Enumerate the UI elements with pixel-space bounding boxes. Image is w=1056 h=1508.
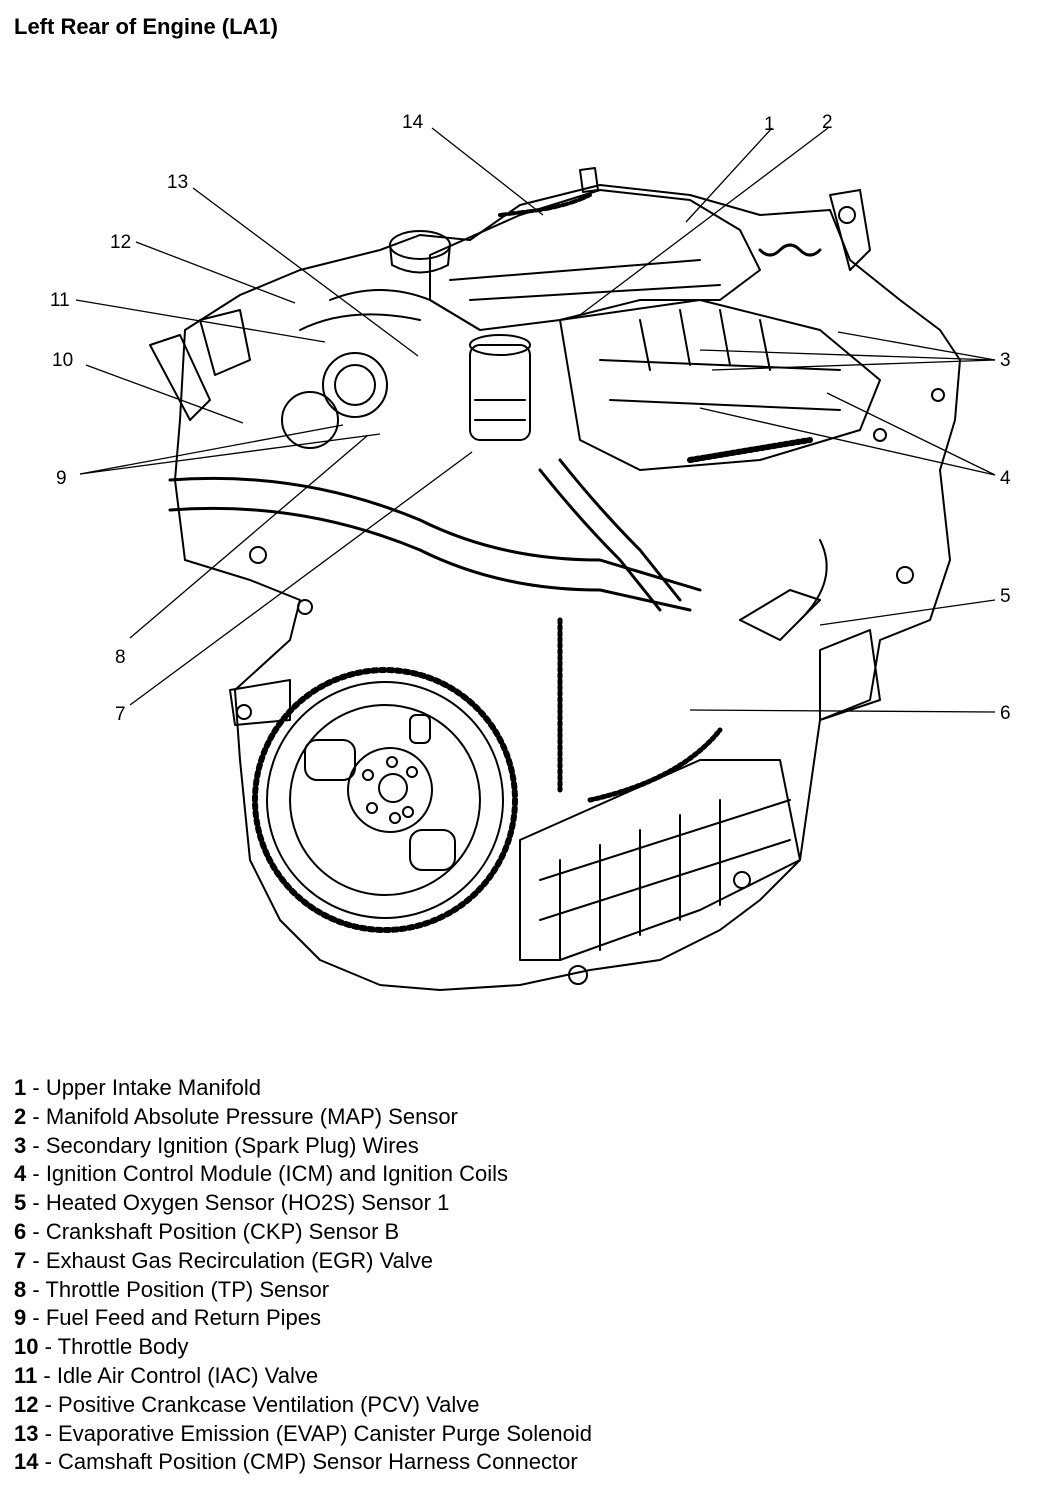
- legend-item: 3 - Secondary Ignition (Spark Plug) Wire…: [14, 1132, 419, 1158]
- callout-13: 13: [167, 172, 188, 193]
- legend-label: Upper Intake Manifold: [45, 1075, 262, 1100]
- flywheel: [252, 667, 518, 933]
- legend-item: 13 - Evaporative Emission (EVAP) Caniste…: [14, 1420, 592, 1446]
- callout-8: 8: [115, 647, 126, 668]
- callout-4: 4: [1000, 468, 1011, 489]
- legend-label: Exhaust Gas Recirculation (EGR) Valve: [45, 1247, 433, 1273]
- legend-item: 7 - Exhaust Gas Recirculation (EGR) Valv…: [14, 1247, 433, 1273]
- legend-label: Throttle Body: [57, 1334, 189, 1360]
- callout-11: 11: [50, 290, 70, 311]
- leader-lines: [75, 127, 996, 713]
- legend-label: Idle Air Control (IAC) Valve: [56, 1362, 319, 1388]
- legend-label: Ignition Control Module (ICM) and Igniti…: [45, 1161, 509, 1187]
- callout-5: 5: [1000, 586, 1011, 607]
- legend-item: 11 - Idle Air Control (IAC) Valve: [14, 1362, 319, 1388]
- legend-item: 9 - Fuel Feed and Return Pipes: [14, 1305, 321, 1331]
- legend-item: 1 - Upper Intake Manifold: [14, 1075, 262, 1100]
- legend-label: Manifold Absolute Pressure (MAP) Sensor: [45, 1103, 458, 1129]
- legend-label: Evaporative Emission (EVAP) Canister Pur…: [58, 1420, 592, 1446]
- page-title: Left Rear of Engine (LA1): [14, 14, 279, 39]
- legend-item: 5 - Heated Oxygen Sensor (HO2S) Sensor 1: [14, 1190, 450, 1216]
- legend-label: Throttle Position (TP) Sensor: [45, 1276, 330, 1302]
- legend-label: Crankshaft Position (CKP) Sensor B: [45, 1218, 400, 1244]
- legend-item: 12 - Positive Crankcase Ventilation (PCV…: [14, 1391, 480, 1417]
- callout-14: 14: [402, 112, 424, 133]
- callout-labels: 14 13 12 11 10 9 8 7 1 2 3 4 5 6: [50, 112, 1011, 725]
- legend-item: 10 - Throttle Body: [14, 1334, 189, 1360]
- callout-10: 10: [52, 350, 73, 371]
- legend-item: 6 - Crankshaft Position (CKP) Sensor B: [14, 1218, 400, 1244]
- engine-diagram: 14 13 12 11 10 9 8 7 1 2 3 4 5 6: [50, 112, 1011, 991]
- legend-item: 4 - Ignition Control Module (ICM) and Ig…: [14, 1161, 509, 1187]
- legend-label: Fuel Feed and Return Pipes: [45, 1305, 321, 1331]
- callout-3: 3: [1000, 350, 1011, 371]
- callout-12: 12: [110, 232, 131, 253]
- legend-item: 14 - Camshaft Position (CMP) Sensor Harn…: [14, 1449, 578, 1475]
- callout-7: 7: [115, 704, 126, 725]
- legend-item: 2 - Manifold Absolute Pressure (MAP) Sen…: [14, 1103, 458, 1129]
- engine-illustration: [149, 167, 961, 991]
- legend-label: Positive Crankcase Ventilation (PCV) Val…: [58, 1391, 480, 1417]
- callout-6: 6: [1000, 703, 1011, 724]
- legend-item: 8 - Throttle Position (TP) Sensor: [14, 1276, 330, 1302]
- callout-9: 9: [56, 468, 67, 489]
- legend-label: Camshaft Position (CMP) Sensor Harness C…: [58, 1449, 578, 1475]
- callout-1: 1: [764, 114, 775, 135]
- callout-2: 2: [822, 112, 833, 133]
- legend-list: 1 - Upper Intake Manifold 2 - Manifold A…: [14, 1074, 592, 1477]
- legend-label: Heated Oxygen Sensor (HO2S) Sensor 1: [45, 1190, 450, 1216]
- legend-label: Secondary Ignition (Spark Plug) Wires: [45, 1132, 419, 1158]
